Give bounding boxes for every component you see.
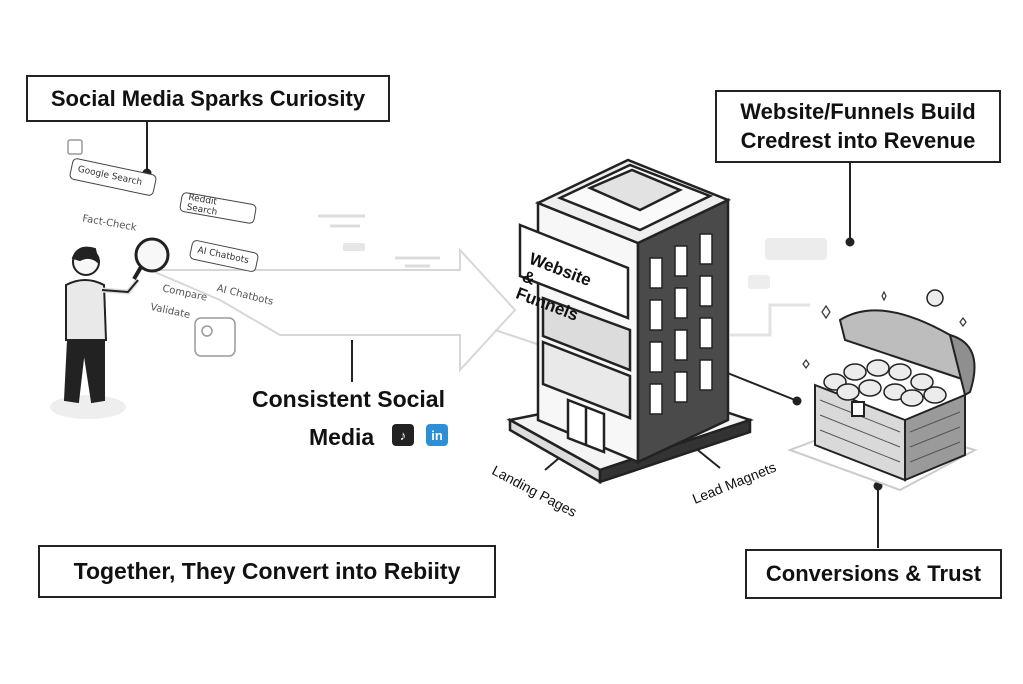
flow-arrow (149, 247, 541, 373)
tiktok-icon: ♪ (392, 424, 414, 446)
together-convert-text: Together, They Convert into Rebiity (73, 558, 461, 584)
linkedin-icon-label: in (431, 427, 443, 443)
website-funnels-text: Website/Funnels Build Credrest into Reve… (740, 98, 976, 153)
media-text: Media (309, 424, 375, 450)
website-funnels-label: Website/Funnels Build Credrest into Reve… (715, 90, 1001, 163)
faint-chat-icons (67, 139, 236, 357)
consistent-social-text: Consistent Social (252, 386, 445, 412)
treasure-chest-illustration (787, 289, 978, 492)
conversions-trust-label: Conversions & Trust (745, 549, 1002, 599)
conversions-trust-text: Conversions & Trust (765, 561, 982, 586)
together-convert-label: Together, They Convert into Rebiity (38, 545, 496, 598)
faint-ui-cards (318, 214, 827, 337)
social-media-sparks-label: Social Media Sparks Curiosity (26, 75, 390, 122)
social-media-sparks-text: Social Media Sparks Curiosity (50, 85, 366, 111)
linkedin-icon: in (426, 424, 448, 446)
building-illustration (506, 158, 754, 485)
person-illustration (50, 237, 170, 419)
